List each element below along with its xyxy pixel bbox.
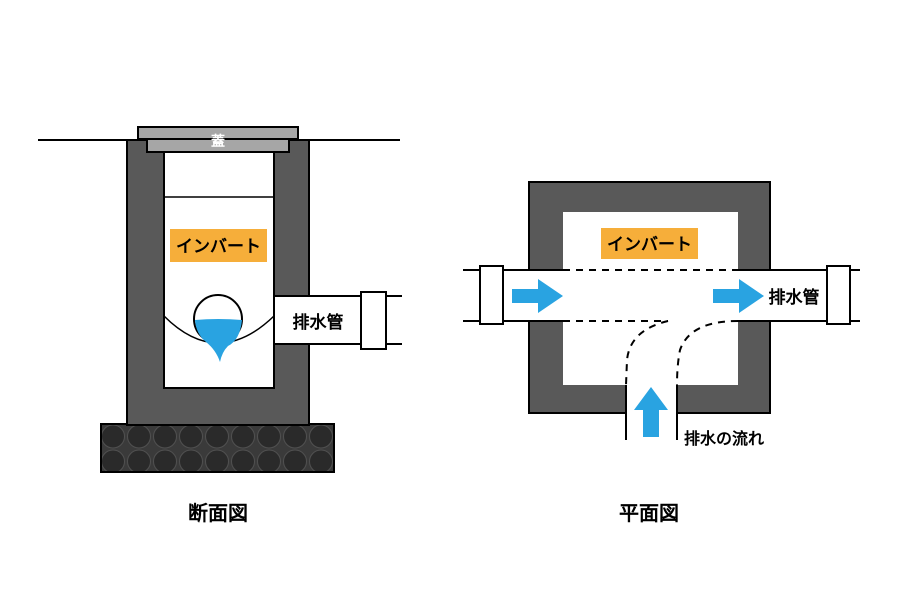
plan-invert-badge — [601, 228, 698, 259]
flow-arrow-right-1 — [512, 279, 563, 313]
plan-caption: 平面図 — [619, 501, 679, 525]
section-caption: 断面図 — [188, 501, 248, 525]
section-pipe-label: 排水管 — [293, 312, 344, 333]
flow-arrow-up — [634, 387, 668, 437]
water — [195, 319, 242, 362]
outlet-pipe — [273, 291, 402, 350]
section-invert-label: インバート — [176, 237, 261, 257]
plan-flow-label: 排水の流れ — [684, 429, 764, 448]
plan-inlet-coupling — [479, 265, 504, 325]
section-view: 蓋 インバート 排水管 断面図 — [38, 126, 402, 525]
plan-view: インバート 排水管 排水の流れ 平面図 — [463, 181, 860, 525]
gravel-base — [100, 423, 335, 473]
plan-invert-label: インバート — [607, 235, 692, 255]
plan-dashed-channel — [563, 269, 739, 386]
plan-pipe-label: 排水管 — [769, 287, 820, 308]
lid: 蓋 — [137, 126, 299, 153]
section-invert-badge — [170, 229, 267, 262]
lid-label: 蓋 — [211, 133, 225, 150]
flow-arrow-right-2 — [713, 279, 764, 313]
plan-outlet-coupling — [826, 265, 851, 325]
